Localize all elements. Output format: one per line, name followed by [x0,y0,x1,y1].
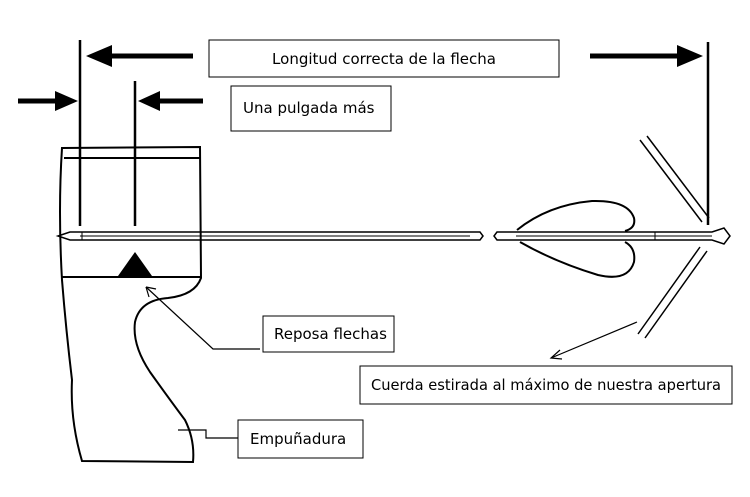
extra-inch-arrow-right [138,91,203,111]
label-arrow-rest: Reposa flechas [262,315,395,353]
bow-string [637,135,710,339]
label-grip: Empuñadura [237,419,364,459]
label-extra-inch: Una pulgada más [230,85,392,132]
string-pointer [549,321,638,360]
label-arrow-length-text: Longitud correcta de la flecha [272,50,496,68]
bow-riser [59,145,203,464]
arrow-shaft [55,231,484,241]
length-arrow-right [590,45,703,67]
label-arrow-length: Longitud correcta de la flecha [208,39,560,78]
label-arrow-rest-text: Reposa flechas [274,325,387,343]
arrow-fletching [493,199,731,278]
label-string-drawn-text: Cuerda estirada al máximo de nuestra ape… [371,376,721,394]
arrow-rest-triangle [118,252,152,276]
arrow-rest-pointer [145,286,260,350]
length-arrow-left [86,45,193,67]
grip-pointer [178,429,238,439]
label-extra-inch-text: Una pulgada más [243,99,375,117]
label-string-drawn: Cuerda estirada al máximo de nuestra ape… [359,365,733,405]
label-grip-text: Empuñadura [250,430,346,448]
extra-inch-arrow-left [18,91,78,111]
